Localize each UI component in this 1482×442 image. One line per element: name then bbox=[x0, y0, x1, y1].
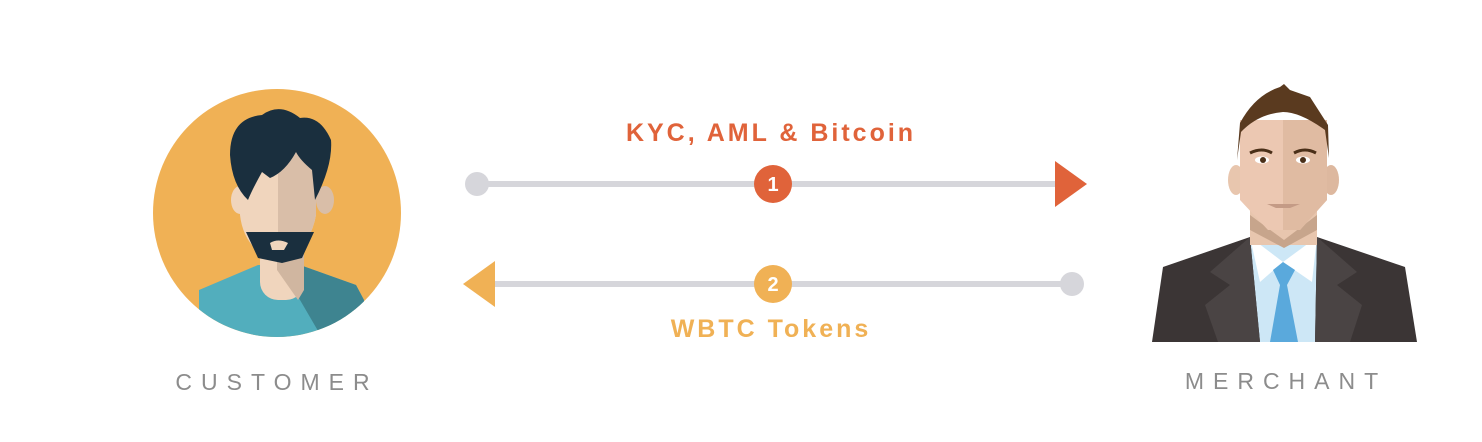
flow-1-badge bbox=[754, 165, 792, 203]
merchant-label: MERCHANT bbox=[1184, 368, 1388, 394]
flow-2-label: WBTC Tokens bbox=[670, 315, 872, 343]
flow-1-label: KYC, AML & Bitcoin bbox=[625, 119, 917, 147]
flow-2-step: 2 bbox=[767, 274, 778, 296]
merchant-avatar bbox=[1152, 84, 1417, 342]
flow-1-start-dot bbox=[465, 172, 489, 196]
customer-avatar bbox=[153, 89, 401, 337]
flow-2-arrow: 2 bbox=[463, 261, 1084, 307]
flow-1-arrowhead bbox=[1055, 161, 1087, 207]
flow-2-start-dot bbox=[1060, 272, 1084, 296]
customer-label: CUSTOMER bbox=[175, 369, 379, 395]
flow-2-badge bbox=[754, 265, 792, 303]
flow-1-arrow: 1 bbox=[465, 161, 1087, 207]
flow-2-arrowhead bbox=[463, 261, 495, 307]
flow-1-step: 1 bbox=[767, 174, 778, 196]
